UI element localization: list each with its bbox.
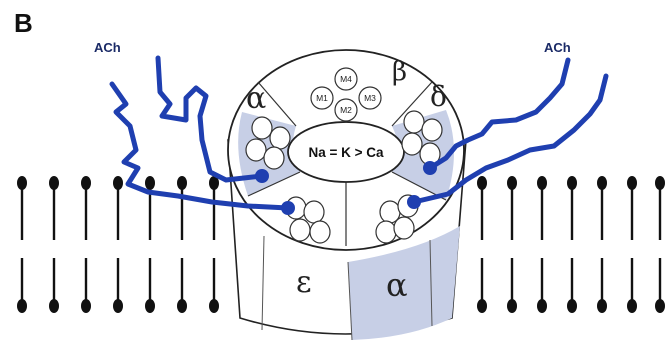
phospholipid xyxy=(81,176,91,313)
cylinder-division-center xyxy=(347,261,353,341)
phospholipid xyxy=(145,176,155,313)
central-pore xyxy=(287,121,405,183)
binding-site-left-upper xyxy=(255,169,269,183)
receptor-channel: Na = K > Ca M4 M1 M3 M2 xyxy=(227,49,467,341)
phospholipid xyxy=(567,176,577,313)
binding-site-right-lower xyxy=(407,195,421,209)
phospholipid xyxy=(507,176,517,313)
phospholipid xyxy=(597,176,607,313)
divider-3 xyxy=(247,171,301,197)
helix-m4 xyxy=(334,67,358,91)
transmembrane-helices: M4 M1 M3 M2 xyxy=(310,67,382,122)
cylinder-division-left xyxy=(261,235,265,331)
helix-label-m3: M3 xyxy=(364,93,376,103)
binding-site-right-upper xyxy=(423,161,437,175)
subunit-label-bottom-left: ε xyxy=(296,265,312,300)
phospholipid xyxy=(477,176,487,313)
subunit-label-top-left: α xyxy=(246,81,266,116)
phospholipid xyxy=(17,176,27,313)
ach-label-left: ACh xyxy=(94,40,121,55)
helix-cluster-bottom-right xyxy=(375,194,419,244)
phospholipid xyxy=(113,176,123,313)
divider-2 xyxy=(391,81,433,127)
lipid-bilayer-left xyxy=(17,176,219,313)
binding-site-left-lower xyxy=(281,201,295,215)
helix-label-m1: M1 xyxy=(316,93,328,103)
subunit-label-bottom-right: α xyxy=(386,266,408,304)
ach-chain-right xyxy=(407,57,609,209)
lipid-bilayer-right xyxy=(477,176,665,313)
phospholipid xyxy=(627,176,637,313)
ach-label-right: ACh xyxy=(544,40,571,55)
helix-m3 xyxy=(358,86,382,110)
helix-cluster-top-left xyxy=(245,116,291,170)
helix-label-m4: M4 xyxy=(340,74,352,84)
helix-m2 xyxy=(334,98,358,122)
phospholipid xyxy=(209,176,219,313)
pore-selectivity-label: Na = K > Ca xyxy=(308,145,384,160)
subunit-label-top: β xyxy=(392,57,407,87)
phospholipid xyxy=(49,176,59,313)
ach-chain-left xyxy=(109,55,295,215)
helix-label-m2: M2 xyxy=(340,105,352,115)
subunit-label-top-right: δ xyxy=(430,80,447,113)
divider-1 xyxy=(257,81,297,127)
phospholipid xyxy=(537,176,547,313)
phospholipid xyxy=(655,176,665,313)
cylinder-division-right xyxy=(429,239,433,327)
helix-cluster-top-right xyxy=(401,110,443,166)
panel-label: B xyxy=(14,8,33,38)
helix-m1 xyxy=(310,86,334,110)
